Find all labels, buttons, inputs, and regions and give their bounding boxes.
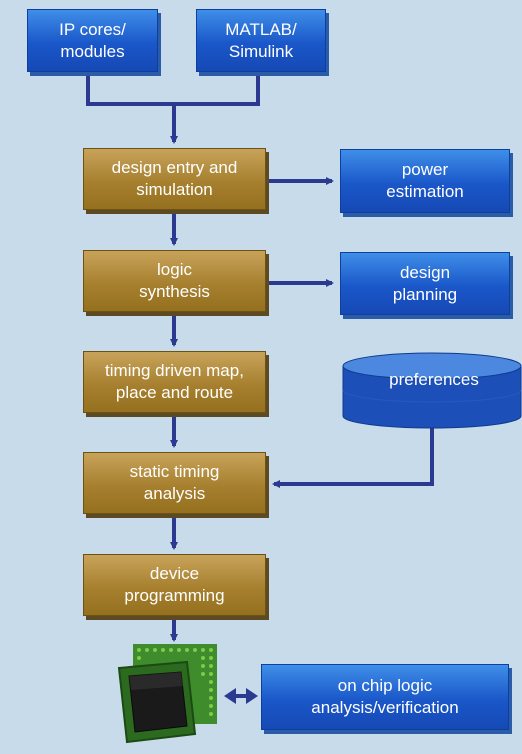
- preferences-label: preferences: [389, 370, 479, 389]
- design-entry-box: design entry and simulation: [83, 148, 266, 210]
- preferences-database: preferences: [345, 360, 522, 400]
- timing-map-box: timing driven map, place and route: [83, 351, 266, 413]
- device-programming-label: device programming: [124, 564, 225, 605]
- ip-cores-box: IP cores/ modules: [27, 9, 158, 72]
- on-chip-analysis-box: on chip logic analysis/verification: [261, 664, 509, 730]
- matlab-label: MATLAB/ Simulink: [225, 19, 297, 61]
- design-planning-box: design planning: [340, 252, 510, 315]
- logic-synthesis-label: logic synthesis: [139, 260, 210, 301]
- on-chip-label: on chip logic analysis/verification: [311, 676, 459, 717]
- ip-cores-label: IP cores/ modules: [59, 19, 126, 61]
- logic-synthesis-box: logic synthesis: [83, 250, 266, 312]
- timing-map-label: timing driven map, place and route: [105, 361, 244, 402]
- device-programming-box: device programming: [83, 554, 266, 616]
- power-estimation-box: power estimation: [340, 149, 510, 213]
- design-entry-label: design entry and simulation: [111, 158, 238, 199]
- static-timing-label: static timing analysis: [129, 462, 220, 503]
- matlab-simulink-box: MATLAB/ Simulink: [196, 9, 326, 72]
- design-planning-label: design planning: [392, 262, 458, 304]
- database-cylinder-icon: [342, 352, 522, 429]
- fpga-chip-icon: [117, 644, 217, 744]
- power-estimation-label: power estimation: [386, 160, 464, 201]
- static-timing-box: static timing analysis: [83, 452, 266, 514]
